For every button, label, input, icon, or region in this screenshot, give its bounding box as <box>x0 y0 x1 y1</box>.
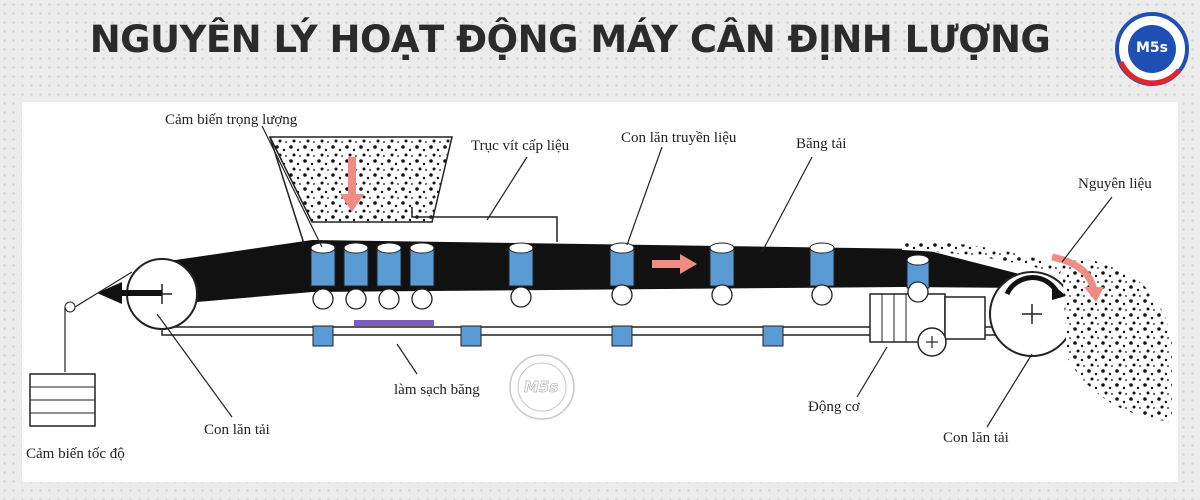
weigh-rollers <box>310 242 930 289</box>
carry-roller-9 <box>906 254 930 289</box>
label-material: Nguyên liệu <box>1078 176 1152 192</box>
label-transfer-roller: Con lăn truyền liệu <box>621 130 737 146</box>
carry-roller-1 <box>310 242 336 287</box>
feed-screw-housing <box>411 207 558 242</box>
carry-roller-2 <box>343 242 369 287</box>
belt-direction-arrow <box>652 254 697 274</box>
page-title: NGUYÊN LÝ HOẠT ĐỘNG MÁY CÂN ĐỊNH LƯỢNG <box>89 18 1051 61</box>
label-belt: Băng tải <box>796 136 846 152</box>
label-load-roller-right: Con lăn tải <box>943 430 1009 446</box>
direction-arrow-left <box>97 282 162 304</box>
hopper-down-arrow <box>340 157 364 212</box>
material-flow-arrow <box>1051 253 1104 302</box>
carry-roller-8 <box>809 242 835 287</box>
feed-hopper <box>268 136 453 248</box>
material-pile <box>1062 260 1172 422</box>
belt-cleaner <box>354 320 434 326</box>
m5s-logo: M5s <box>1113 10 1191 88</box>
logo-text: M5s <box>1135 40 1168 56</box>
idler-rollers <box>312 281 929 310</box>
right-load-roller <box>989 271 1075 357</box>
label-motor: Động cơ <box>808 399 861 415</box>
carry-roller-6 <box>609 242 635 287</box>
diagram-panel: M5s Cảm biến trọng lượng Trục vít cấp li… <box>22 102 1178 482</box>
motor <box>869 293 986 357</box>
watermark-text: M5s <box>524 378 558 396</box>
label-feed-screw: Trục vít cấp liệu <box>471 138 570 154</box>
leader-lines <box>156 125 1113 428</box>
material-trail <box>902 241 1062 274</box>
carry-roller-3 <box>376 242 402 287</box>
return-rollers <box>312 325 784 347</box>
speed-sensor <box>29 271 133 427</box>
label-load-roller-left: Con lăn tải <box>204 422 270 438</box>
carry-roller-5 <box>508 242 534 287</box>
carry-roller-4 <box>409 242 435 287</box>
label-belt-cleaner: làm sạch băng <box>394 382 480 398</box>
conveyor-diagram: M5s Cảm biến trọng lượng Trục vít cấp li… <box>26 112 1172 462</box>
label-speed-sensor: Cảm biến tốc độ <box>26 446 125 462</box>
carry-roller-7 <box>709 242 735 287</box>
label-weight-sensor: Cảm biến trọng lượng <box>165 112 298 128</box>
m5s-watermark: M5s <box>509 354 575 420</box>
